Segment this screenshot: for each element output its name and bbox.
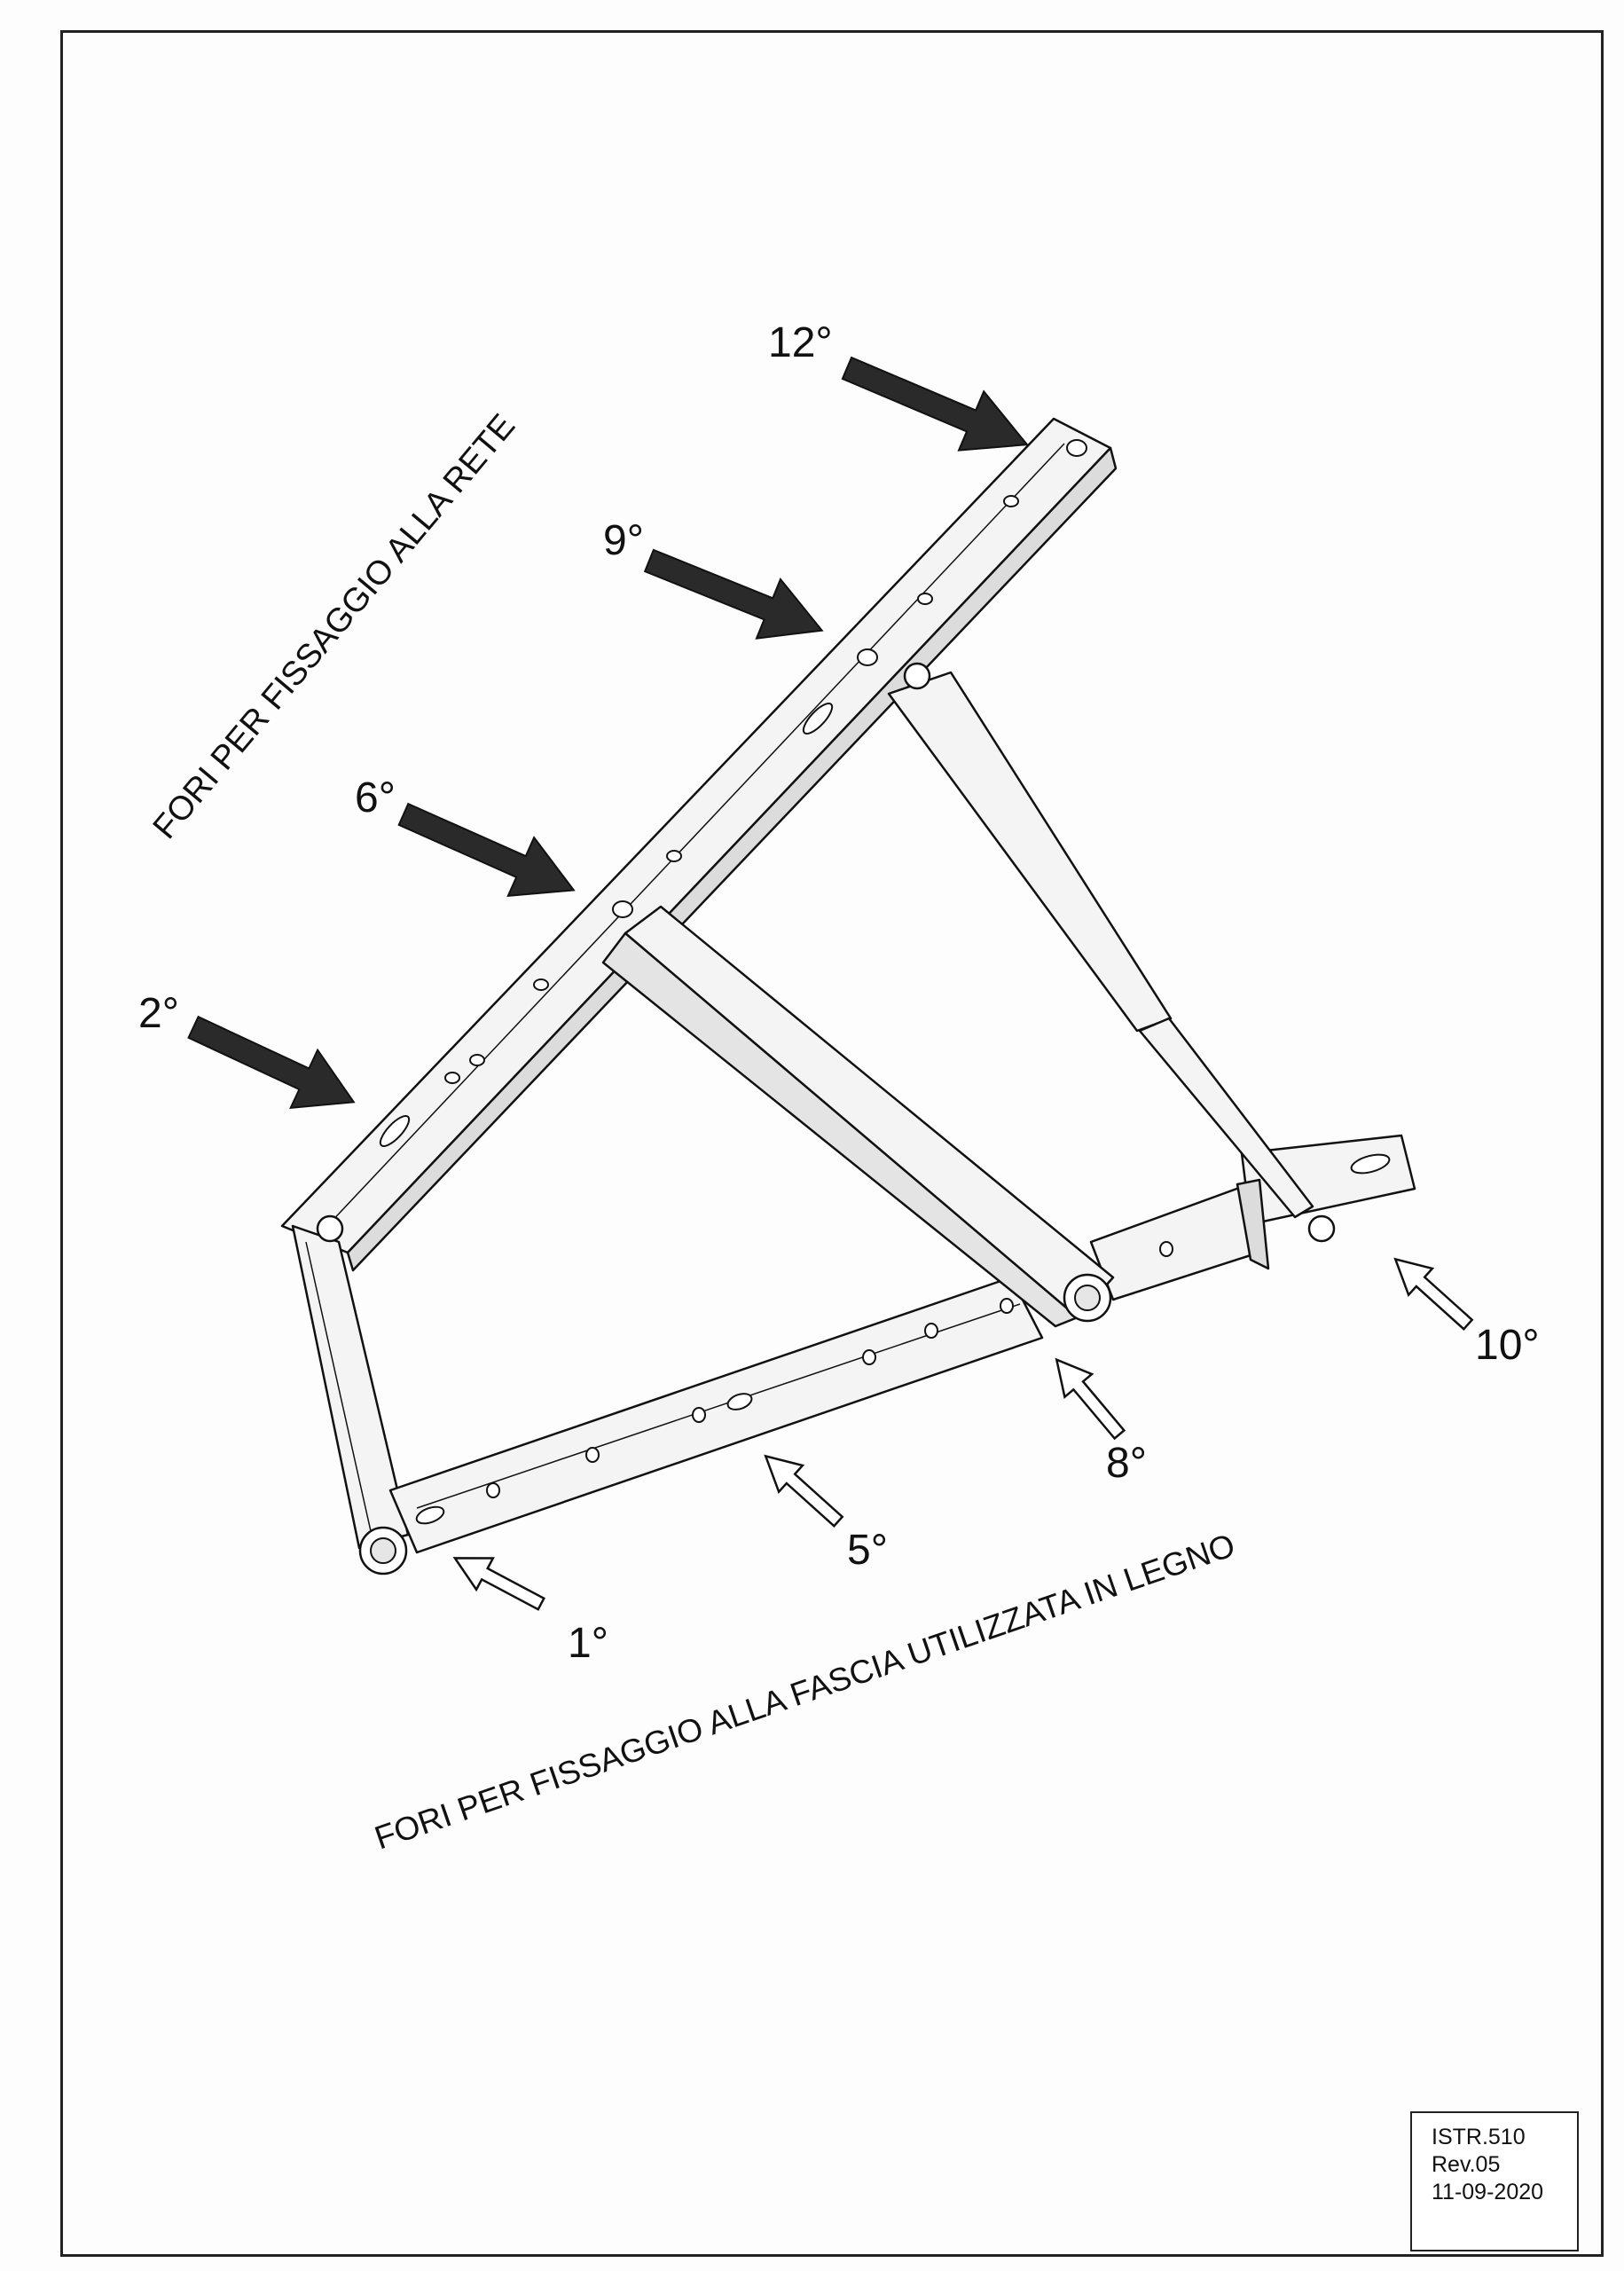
label-10: 10°: [1475, 1322, 1540, 1369]
support-arm: [601, 905, 1115, 1328]
outline-arrow-icon: [445, 1541, 551, 1621]
revision-box: ISTR.510 Rev.05 11-09-2020: [1410, 2111, 1579, 2251]
pivot-top-left: [316, 1214, 344, 1243]
top-rail-holes: [379, 439, 1087, 1147]
solid-arrow-icon: [636, 530, 836, 662]
outline-arrow-icon: [1382, 1245, 1481, 1340]
caption-bed-frame-holes: FORI PER FISSAGGIO ALLA RETE: [146, 407, 522, 846]
solid-arrow-icon: [833, 337, 1041, 475]
revision-date: 11-09-2020: [1432, 2180, 1544, 2204]
left-link: [291, 1224, 410, 1550]
label-2: 2°: [138, 990, 179, 1037]
top-rail: [280, 417, 1118, 1272]
hole-labels: 12° 9° 6° 2° 10° 8° 5° 1°: [138, 319, 1540, 1667]
label-6: 6°: [355, 774, 396, 821]
label-12: 12°: [768, 319, 833, 366]
solid-arrow-icon: [178, 997, 369, 1132]
label-1: 1°: [568, 1620, 608, 1667]
outline-arrow-icon: [752, 1442, 851, 1536]
gas-spring: [887, 662, 1336, 1243]
page-border: [60, 30, 1604, 2257]
document-code: ISTR.510: [1432, 2125, 1526, 2149]
label-5: 5°: [847, 1527, 888, 1574]
solid-arrows: [178, 337, 1041, 1132]
label-8: 8°: [1106, 1440, 1147, 1487]
solid-arrow-icon: [389, 784, 588, 921]
mechanism: [280, 417, 1416, 1576]
bottom-rail-holes: [415, 1153, 1391, 1525]
outline-arrow-icon: [1041, 1347, 1134, 1448]
revision-number: Rev.05: [1432, 2152, 1501, 2177]
label-9: 9°: [603, 517, 644, 564]
